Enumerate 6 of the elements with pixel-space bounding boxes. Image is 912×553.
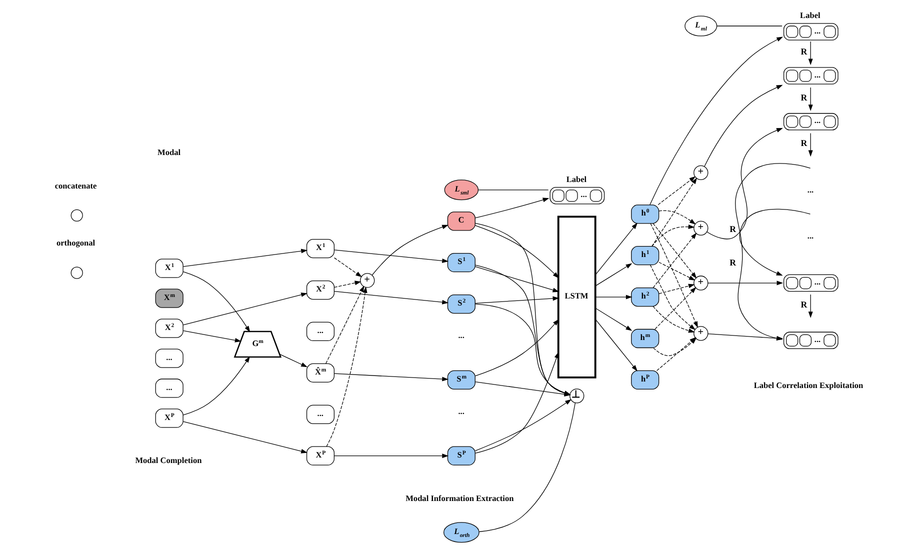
- edge-label: R: [730, 258, 736, 268]
- edge-label: R: [800, 46, 808, 57]
- edge-label: R: [800, 300, 808, 310]
- edge-label: R: [730, 224, 736, 234]
- edge-label: R: [800, 92, 808, 102]
- edge-label: R: [800, 138, 808, 148]
